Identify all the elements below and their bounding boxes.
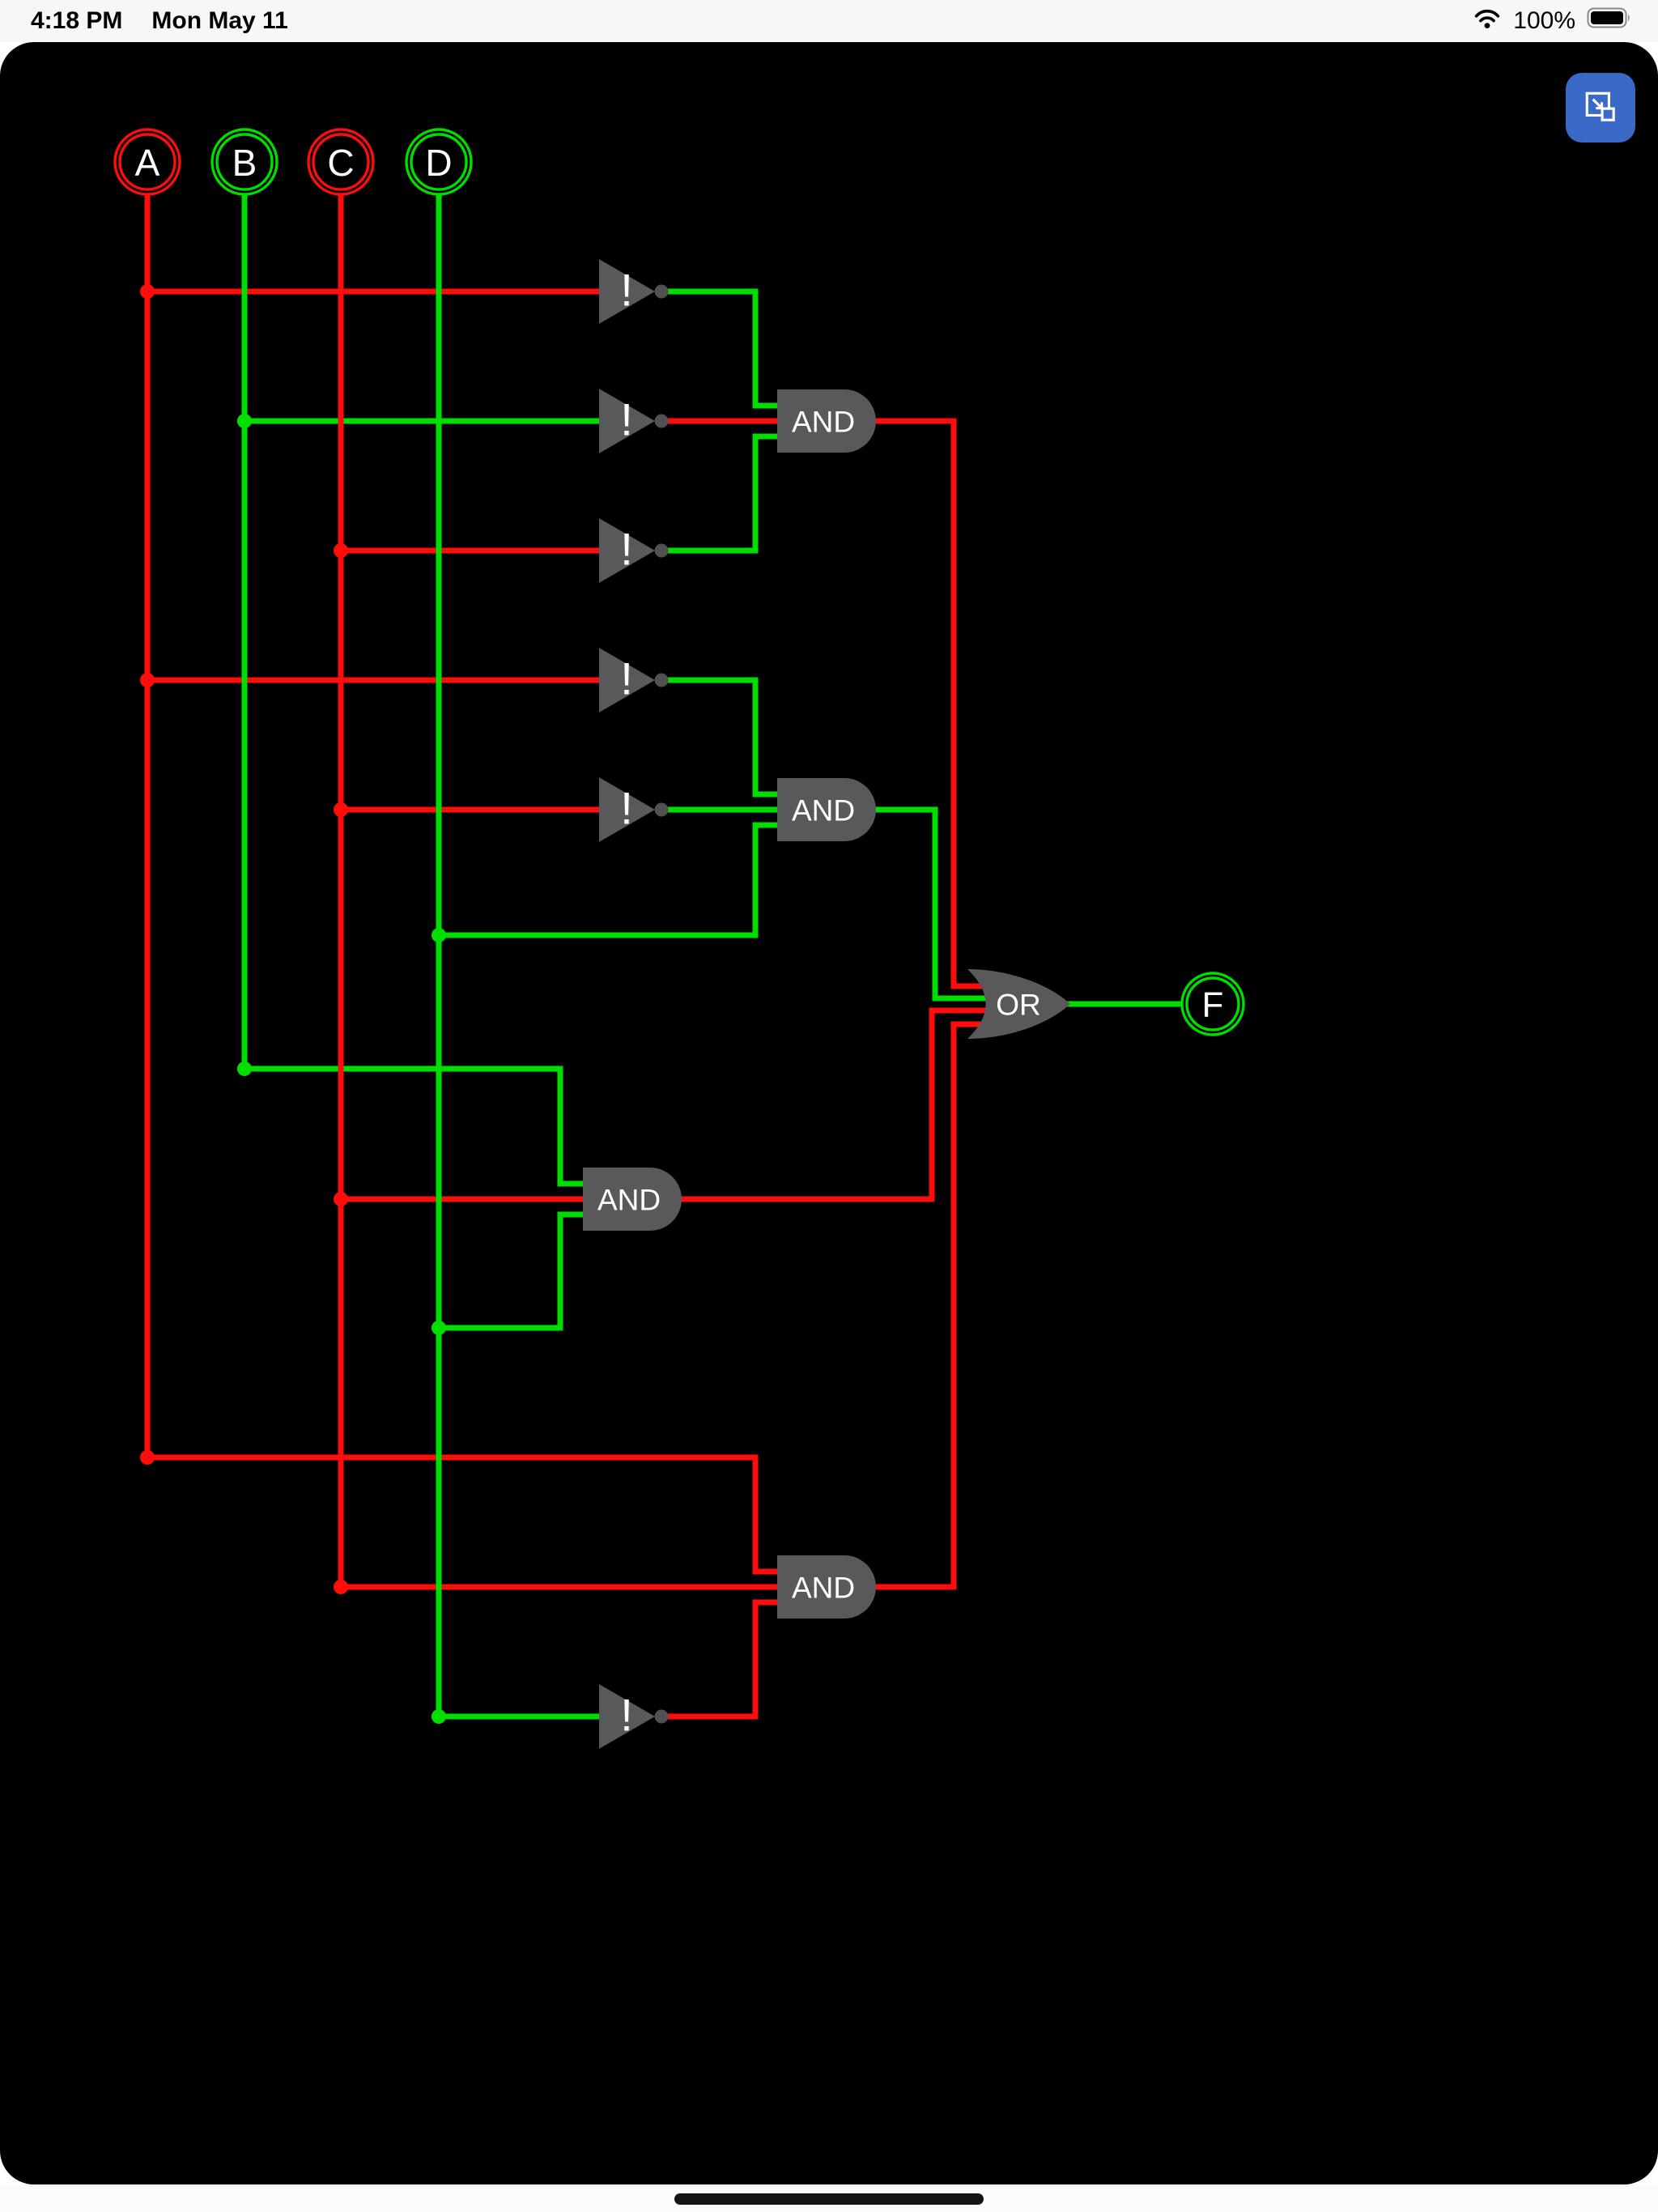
not-bubble-5 [654, 802, 669, 817]
not-bubble-1 [654, 284, 669, 299]
input-node-inner-ring-a [118, 133, 176, 191]
wire-4-off[interactable] [147, 1454, 779, 1575]
circuit-editor-canvas[interactable]: !!!!!! AND AND AND AND OR A B C D F [0, 42, 1658, 2184]
output-node-label-f: F [1202, 985, 1224, 1025]
battery-icon [1587, 6, 1632, 36]
or-gate[interactable] [967, 969, 1070, 1039]
input-node-label-c: C [327, 142, 354, 184]
status-bar: 4:18 PM Mon May 11 100% [0, 0, 1658, 42]
not-gate-label-5: ! [620, 783, 633, 834]
status-left: 4:18 PM Mon May 11 [0, 7, 288, 35]
input-node-inner-ring-d [410, 133, 468, 191]
and-gate-label-4: AND [792, 1572, 855, 1605]
junction-dot-7 [334, 1580, 348, 1594]
input-node-b[interactable] [210, 128, 278, 196]
junction-dot-11 [432, 1321, 446, 1335]
input-node-inner-ring-c [312, 133, 370, 191]
input-node-label-d: D [425, 142, 452, 184]
junction-dot-8 [237, 414, 252, 428]
and-gate-3[interactable] [583, 1168, 682, 1231]
home-indicator[interactable] [674, 2193, 984, 2205]
wire-19-on[interactable] [664, 433, 779, 554]
not-bubble-4 [654, 673, 669, 687]
not-gate-label-4: ! [620, 653, 633, 704]
or-gate-label: OR [996, 989, 1041, 1022]
output-node-inner-ring-f [1185, 976, 1240, 1032]
junction-dot-10 [432, 928, 446, 942]
junction-dot-4 [334, 543, 348, 558]
not-gate-label-2: ! [620, 394, 633, 445]
junction-dot-9 [237, 1061, 252, 1076]
and-gate-2[interactable] [777, 778, 876, 841]
scale-icon [1581, 87, 1620, 129]
not-gate-label-6: ! [620, 1690, 633, 1741]
not-gate-6[interactable] [599, 1684, 655, 1749]
circuit-svg[interactable]: !!!!!! AND AND AND AND OR A B C D F [0, 42, 1658, 2184]
junction-dot-2 [140, 673, 155, 687]
and-gate-label-1: AND [792, 406, 855, 439]
not-bubble-3 [654, 543, 669, 558]
and-gate-4[interactable] [777, 1555, 876, 1619]
input-node-c[interactable] [307, 128, 375, 196]
junction-dot-6 [334, 1192, 348, 1206]
not-gate-1[interactable] [599, 259, 655, 324]
wire-22-off[interactable] [664, 1599, 779, 1720]
wifi-icon [1473, 6, 1502, 36]
not-bubble-2 [654, 414, 669, 428]
and-gate-label-3: AND [597, 1184, 661, 1217]
not-gate-3[interactable] [599, 518, 655, 583]
input-node-inner-ring-b [215, 133, 274, 191]
wire-23-off[interactable] [874, 418, 1012, 989]
junction-dot-12 [432, 1709, 446, 1724]
not-gate-4[interactable] [599, 648, 655, 713]
and-gate-label-2: AND [792, 794, 855, 827]
input-node-label-b: B [232, 142, 257, 184]
junction-dot-1 [140, 284, 155, 299]
wire-14-on[interactable] [439, 822, 779, 938]
wire-20-on[interactable] [664, 677, 779, 798]
input-node-d[interactable] [405, 128, 473, 196]
junction-dot-5 [334, 802, 348, 817]
input-node-a[interactable] [113, 128, 181, 196]
battery-percent: 100% [1513, 7, 1575, 34]
wire-17-on[interactable] [664, 288, 779, 409]
input-node-label-a: A [135, 142, 160, 184]
wire-15-on[interactable] [439, 1211, 585, 1331]
scale-button[interactable] [1566, 73, 1635, 143]
not-gate-label-1: ! [620, 265, 633, 316]
and-gate-1[interactable] [777, 389, 876, 453]
output-node-f[interactable] [1180, 972, 1245, 1036]
not-gate-label-3: ! [620, 524, 633, 575]
status-date: Mon May 11 [151, 7, 288, 34]
not-gate-5[interactable] [599, 777, 655, 842]
not-gate-2[interactable] [599, 389, 655, 453]
not-bubble-6 [654, 1709, 669, 1724]
wire-24-on[interactable] [874, 806, 1008, 1002]
wire-26-off[interactable] [874, 1021, 1012, 1590]
wire-7-on[interactable] [244, 1066, 585, 1187]
junction-dot-3 [140, 1450, 155, 1465]
wire-25-off[interactable] [680, 1007, 1008, 1202]
status-right: 100% [1473, 6, 1658, 36]
status-time: 4:18 PM [31, 7, 123, 34]
home-strip [0, 2184, 1658, 2212]
